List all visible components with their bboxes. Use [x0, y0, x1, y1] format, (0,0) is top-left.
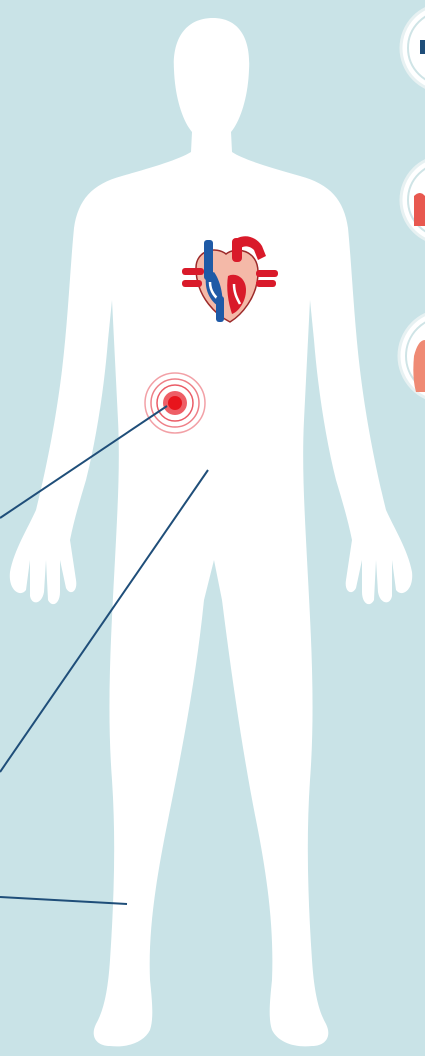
side-badge-1[interactable] [401, 4, 425, 92]
badge-glyph-icon [420, 40, 425, 54]
badge-glyph-icon [414, 193, 425, 226]
side-badge-3[interactable] [399, 310, 425, 402]
human-body-silhouette-icon [10, 18, 412, 1046]
side-badge-2[interactable] [401, 156, 425, 244]
callout-line-shin [0, 897, 127, 904]
